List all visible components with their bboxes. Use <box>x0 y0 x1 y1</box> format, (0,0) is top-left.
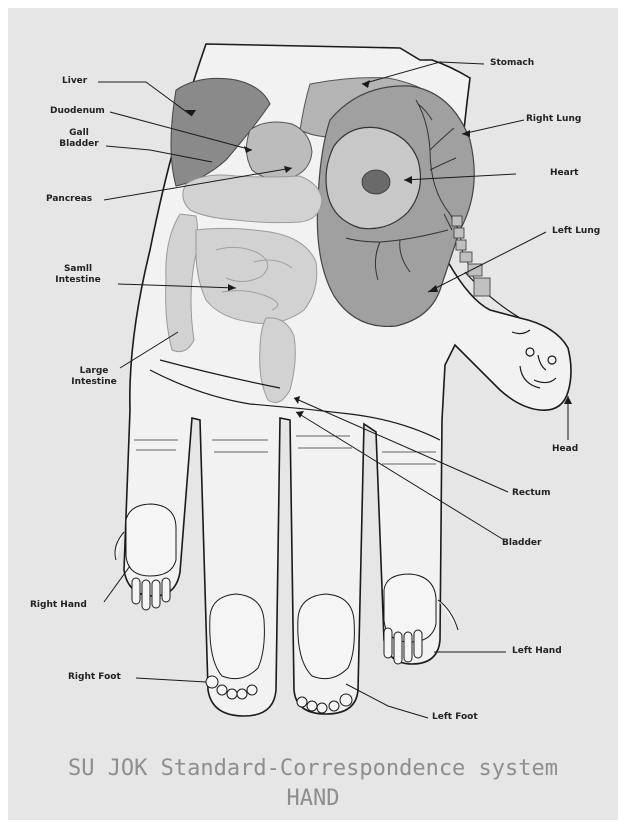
label-right-foot: Right Foot <box>68 672 121 683</box>
diagram-subtitle: HAND <box>0 786 626 811</box>
label-large-intestine-line1: Large <box>56 366 132 377</box>
label-rectum: Rectum <box>512 488 550 499</box>
leader-right-lung <box>462 120 524 134</box>
label-right-hand: Right Hand <box>30 600 87 611</box>
label-large-intestine-line2: Intestine <box>56 377 132 388</box>
label-duodenum: Duodenum <box>50 106 105 117</box>
label-head: Head <box>552 444 578 455</box>
label-gall-bladder: Gall Bladder <box>56 128 102 150</box>
label-heart: Heart <box>550 168 578 179</box>
label-stomach: Stomach <box>490 58 534 69</box>
leader-right-hand <box>104 566 130 602</box>
diagram-title: SU JOK Standard-Correspondence system <box>0 756 626 781</box>
left-hand-mini <box>384 574 458 664</box>
label-liver: Liver <box>62 76 87 87</box>
label-left-hand: Left Hand <box>512 646 562 657</box>
label-small-intestine: Samll Intestine <box>40 264 116 286</box>
label-gall-bladder-line2: Bladder <box>56 139 102 150</box>
label-small-intestine-line2: Intestine <box>40 275 116 286</box>
label-left-lung: Left Lung <box>552 226 600 237</box>
label-right-lung: Right Lung <box>526 114 581 125</box>
leader-right-foot <box>136 678 206 682</box>
label-large-intestine: Large Intestine <box>56 366 132 388</box>
label-pancreas: Pancreas <box>46 194 92 205</box>
label-gall-bladder-line1: Gall <box>56 128 102 139</box>
label-small-intestine-line1: Samll <box>40 264 116 275</box>
heart-chamber <box>362 170 390 194</box>
label-left-foot: Left Foot <box>432 712 478 723</box>
label-bladder: Bladder <box>502 538 541 549</box>
